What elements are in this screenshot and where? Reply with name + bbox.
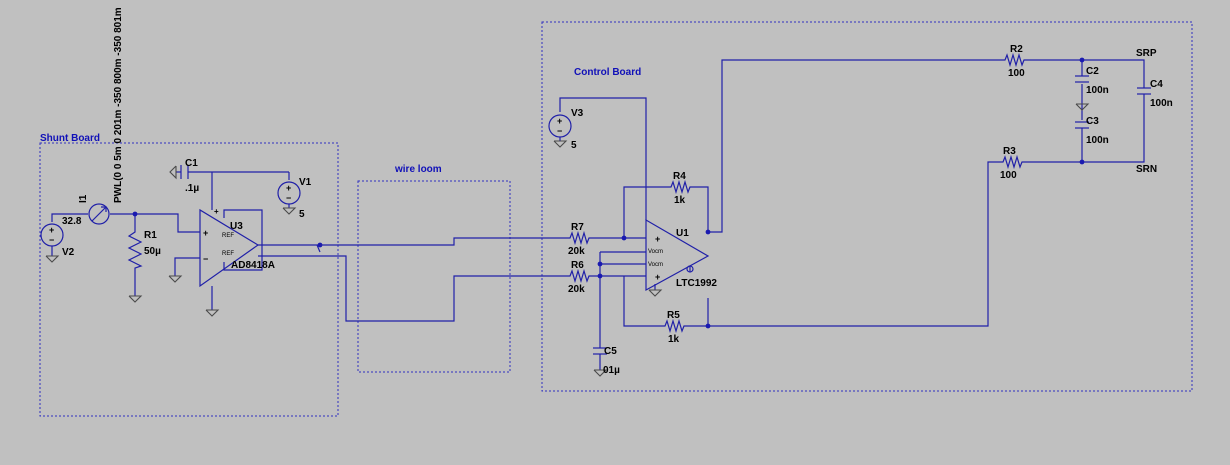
control-board-label: Control Board xyxy=(574,67,641,78)
svg-text:+: + xyxy=(286,183,291,193)
r2-value: 100 xyxy=(1008,68,1025,79)
r6-resistor[interactable] xyxy=(566,268,590,284)
v3-value: 5 xyxy=(571,140,577,151)
i1-ref: I1 xyxy=(78,194,89,203)
r3-value: 100 xyxy=(1000,170,1017,181)
c1-capacitor[interactable] xyxy=(169,165,189,180)
junction-r7 xyxy=(621,235,627,241)
u3-amplifier[interactable]: + − + xyxy=(199,207,260,317)
net-label-srn: SRN xyxy=(1136,164,1157,175)
svg-text:+: + xyxy=(214,207,219,216)
r5-value: 1k xyxy=(668,334,680,345)
r1-value: 50µ xyxy=(144,246,161,257)
c1-value: .1µ xyxy=(185,183,199,194)
c3-capacitor[interactable] xyxy=(1075,121,1089,129)
svg-text:−: − xyxy=(49,235,54,245)
ground-icon xyxy=(168,275,183,283)
u1-value: LTC1992 xyxy=(676,278,717,289)
u1-vocm-pin-b: Vocm xyxy=(648,262,663,268)
r7-value: 20k xyxy=(568,246,585,257)
u3-ref-pin-a: REF xyxy=(222,233,234,239)
c4-value: 100n xyxy=(1150,98,1173,109)
u1-vocm-pin-a: Vocm xyxy=(648,249,663,255)
ground-icon xyxy=(1075,103,1090,111)
c3-value: 100n xyxy=(1086,135,1109,146)
svg-text:−: − xyxy=(557,126,562,136)
r5-resistor[interactable] xyxy=(662,318,686,334)
r5-ref: R5 xyxy=(667,310,680,321)
wire-loom-outline xyxy=(357,180,511,373)
v2-voltage-source[interactable]: + − xyxy=(40,223,64,263)
c4-ref: C4 xyxy=(1150,79,1163,90)
r7-resistor[interactable] xyxy=(566,230,590,246)
svg-text:+: + xyxy=(655,272,660,282)
v3-voltage-source[interactable]: + − xyxy=(548,114,572,148)
v3-ref: V3 xyxy=(571,108,584,119)
r3-ref: R3 xyxy=(1003,146,1016,157)
svg-text:−: − xyxy=(286,193,291,203)
c3-ref: C3 xyxy=(1086,116,1099,127)
i1-value: PWL(0 0 5m 0 201m -350 800m -350 801m xyxy=(113,7,124,203)
svg-text:+: + xyxy=(557,116,562,126)
c1-ref: C1 xyxy=(185,158,198,169)
svg-text:+: + xyxy=(49,225,54,235)
junction-r5 xyxy=(705,323,711,329)
c4-capacitor[interactable] xyxy=(1137,87,1151,106)
svg-text:−: − xyxy=(203,254,208,264)
junction-r4 xyxy=(705,229,711,235)
r1-ref: R1 xyxy=(144,230,157,241)
r4-value: 1k xyxy=(674,195,686,206)
shunt-board-label: Shunt Board xyxy=(40,133,100,144)
r6-ref: R6 xyxy=(571,260,584,271)
c5-value: 01µ xyxy=(603,365,620,376)
c5-capacitor[interactable] xyxy=(593,347,608,377)
c2-value: 100n xyxy=(1086,85,1109,96)
r1-resistor[interactable] xyxy=(127,226,143,303)
r6-value: 20k xyxy=(568,284,585,295)
junction-c3-bottom xyxy=(1079,159,1085,165)
u3-value: AD8418A xyxy=(231,260,275,271)
svg-text:+: + xyxy=(203,228,208,238)
junction-r6 xyxy=(597,273,603,279)
r2-ref: R2 xyxy=(1010,44,1023,55)
junction-c2-top xyxy=(1079,57,1085,63)
u3-ref-pin-b: REF xyxy=(222,251,234,257)
v2-value: 32.8 xyxy=(62,216,82,227)
r4-resistor[interactable] xyxy=(668,179,692,195)
u1-ref: U1 xyxy=(676,228,689,239)
net-label-srp: SRP xyxy=(1136,48,1157,59)
v1-value: 5 xyxy=(299,209,305,220)
r7-ref: R7 xyxy=(571,222,584,233)
u3-ref: U3 xyxy=(230,221,243,232)
v1-voltage-source[interactable]: + − xyxy=(277,181,301,215)
r3-resistor[interactable] xyxy=(1000,154,1024,170)
v1-ref: V1 xyxy=(299,177,312,188)
wire-loom-label: wire loom xyxy=(394,164,442,175)
r4-ref: R4 xyxy=(673,171,686,182)
loom-wires xyxy=(258,237,566,322)
c2-ref: C2 xyxy=(1086,66,1099,77)
control-wires xyxy=(559,59,1145,348)
control-board-outline xyxy=(541,21,1193,392)
r2-resistor[interactable] xyxy=(1002,52,1026,68)
v2-ref: V2 xyxy=(62,247,75,258)
u1-amplifier[interactable]: + + xyxy=(645,218,710,297)
c2-capacitor[interactable] xyxy=(1075,75,1089,83)
svg-text:+: + xyxy=(655,234,660,244)
shunt-board-outline xyxy=(39,142,339,417)
c5-ref: C5 xyxy=(604,346,617,357)
i1-current-source[interactable] xyxy=(88,203,110,225)
junction-vocm xyxy=(597,261,603,267)
junction-r1-top xyxy=(132,211,138,217)
